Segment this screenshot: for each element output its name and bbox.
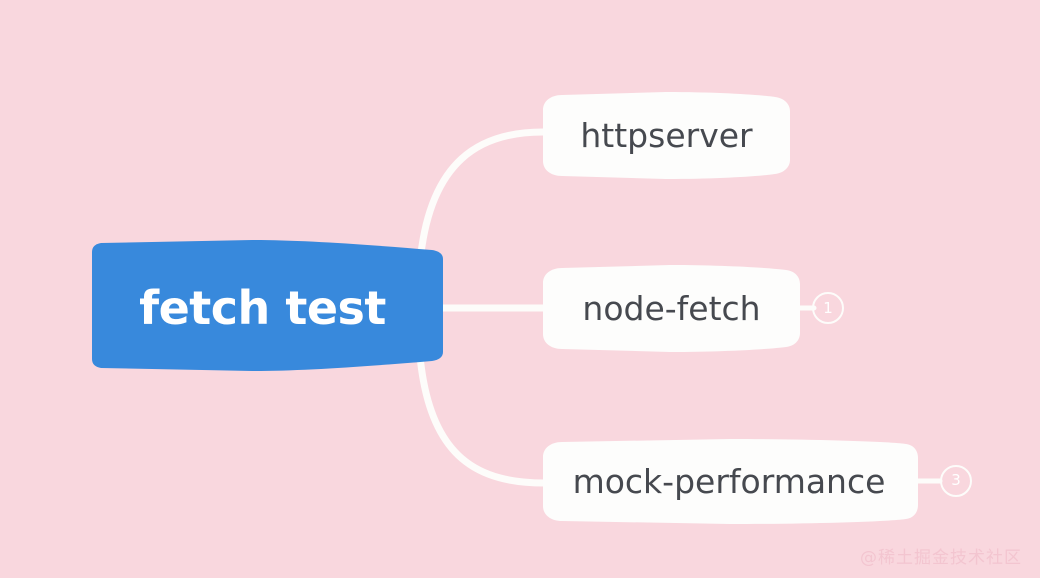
badge-circle-node-fetch[interactable] (812, 292, 844, 324)
node-mock-performance-shape[interactable] (543, 439, 918, 524)
node-node-fetch-shape[interactable] (543, 265, 800, 352)
connector-root-to-mock-performance (416, 352, 549, 487)
node-httpserver-shape[interactable] (543, 92, 790, 179)
watermark-text: @稀土掘金技术社区 (860, 548, 1022, 568)
connector-root-to-httpserver (416, 128, 547, 266)
root-node-shape[interactable] (92, 240, 443, 371)
badge-circle-mock-performance[interactable] (940, 465, 972, 497)
